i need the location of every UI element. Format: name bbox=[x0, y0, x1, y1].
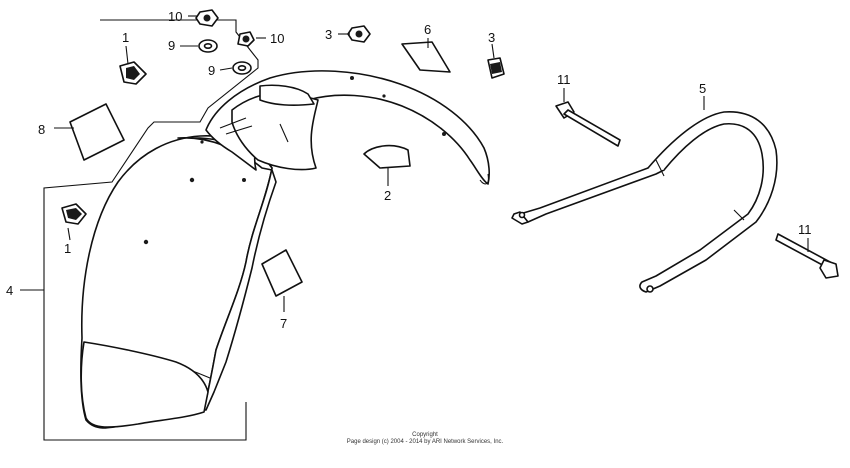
callout-3-left: 3 bbox=[325, 27, 332, 42]
callout-10-right: 10 bbox=[270, 31, 284, 46]
pad-6 bbox=[401, 41, 451, 73]
callout-3-right: 3 bbox=[488, 30, 495, 45]
callout-1-upper: 1 bbox=[122, 30, 129, 45]
washer-9-upper bbox=[198, 39, 218, 53]
nut-10-right bbox=[237, 31, 255, 47]
clip-nut-1-lower bbox=[61, 203, 87, 225]
fender-stay-rail bbox=[511, 111, 778, 293]
callout-6: 6 bbox=[424, 22, 431, 37]
pad-7 bbox=[261, 249, 303, 297]
leader-c1a bbox=[125, 45, 129, 65]
callout-5: 5 bbox=[699, 81, 706, 96]
leader-c3b bbox=[491, 43, 495, 59]
callout-9-lower: 9 bbox=[208, 63, 215, 78]
rear-fender-upper bbox=[205, 70, 490, 185]
rear-fender-lower bbox=[80, 135, 277, 429]
callout-11-lower: 11 bbox=[798, 222, 812, 237]
nut-3-top bbox=[347, 25, 371, 43]
callout-9-upper: 9 bbox=[168, 38, 175, 53]
callout-1-lower: 1 bbox=[64, 241, 71, 256]
callout-2: 2 bbox=[384, 188, 391, 203]
callout-11-upper: 11 bbox=[557, 72, 571, 87]
pad-8 bbox=[69, 103, 125, 161]
callout-4: 4 bbox=[6, 283, 13, 298]
bolt-lower bbox=[775, 233, 839, 279]
leader-c1b bbox=[67, 227, 71, 241]
clip-nut-1-upper bbox=[119, 61, 147, 85]
nut-3-side bbox=[487, 57, 505, 79]
callout-7: 7 bbox=[280, 316, 287, 331]
copyright-notice: Copyright Page design (c) 2004 - 2014 by… bbox=[0, 432, 850, 446]
copyright-line-2: Page design (c) 2004 - 2014 by ARI Netwo… bbox=[346, 439, 504, 445]
copyright-line-1: Copyright bbox=[412, 432, 438, 438]
leader-c9b bbox=[219, 67, 233, 71]
washer-9-lower bbox=[232, 61, 252, 75]
callout-8: 8 bbox=[38, 122, 45, 137]
nut-10-top bbox=[195, 9, 219, 27]
bolt-upper bbox=[555, 101, 621, 147]
callout-10-left: 10 bbox=[168, 9, 182, 24]
